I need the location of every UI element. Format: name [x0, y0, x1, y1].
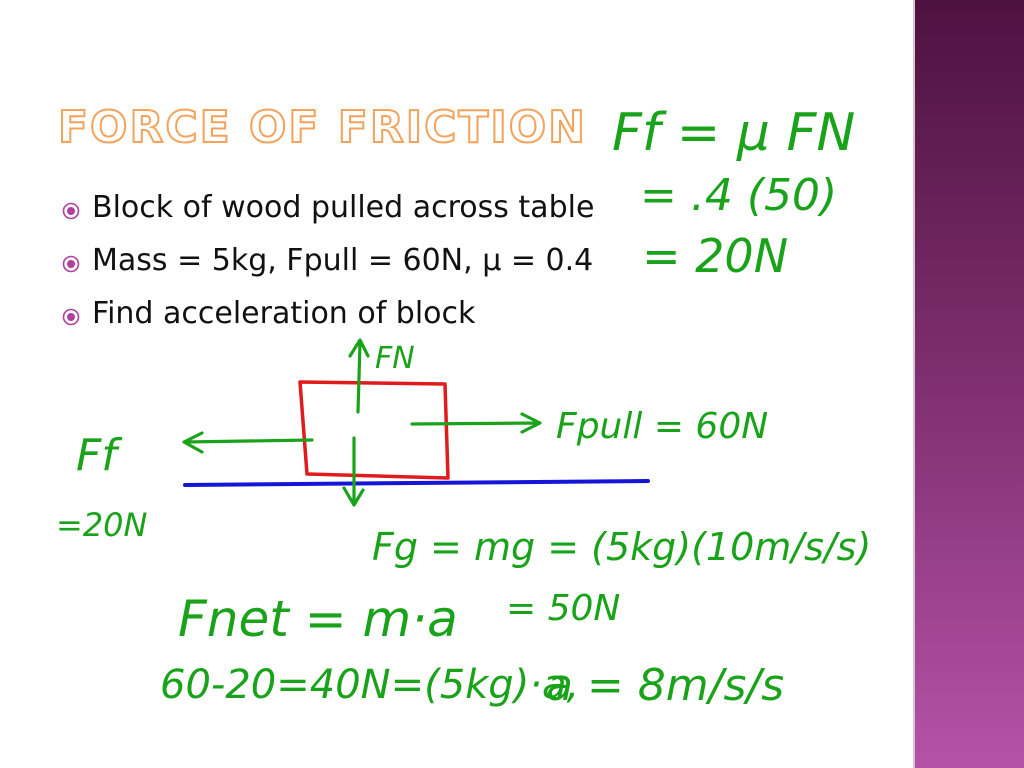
pull-force-label: Fpull = 60N — [556, 406, 768, 447]
decorative-side-bar — [913, 0, 1024, 768]
target-bullet-icon — [62, 255, 80, 273]
bullet-text: Block of wood pulled across table — [92, 190, 595, 225]
normal-force-arrow — [348, 338, 370, 414]
friction-equation: Ff = μ FN — [612, 103, 855, 163]
bullet-list: Block of wood pulled across table Mass =… — [62, 190, 594, 349]
friction-result: = 20N — [642, 229, 788, 283]
bullet-item: Block of wood pulled across table — [62, 190, 594, 243]
gravity-result: = 50N — [506, 588, 620, 629]
table-line — [183, 479, 650, 487]
acceleration-result: a = 8m/s/s — [546, 660, 784, 711]
friction-arrow — [182, 431, 314, 454]
friction-force-label: Ff — [76, 430, 123, 481]
slide-title: Force of Friction — [57, 101, 587, 154]
net-force-calculation: 60-20=40N=(5kg)·a, — [160, 662, 579, 708]
bullet-text: Find acceleration of block — [92, 296, 476, 331]
friction-force-value: =20N — [56, 506, 148, 544]
friction-substitution: = .4 (50) — [640, 170, 837, 221]
wood-block — [298, 380, 450, 480]
pull-force-arrow — [410, 412, 542, 434]
bullet-item: Find acceleration of block — [62, 296, 594, 349]
bullet-item: Mass = 5kg, Fpull = 60N, μ = 0.4 — [62, 243, 594, 296]
target-bullet-icon — [62, 308, 80, 326]
gravity-equation: Fg = mg = (5kg)(10m/s/s) — [372, 525, 871, 569]
gravity-arrow — [342, 436, 365, 507]
bullet-text: Mass = 5kg, Fpull = 60N, μ = 0.4 — [92, 243, 594, 278]
net-force-equation: Fnet = m·a — [178, 590, 458, 648]
target-bullet-icon — [62, 202, 80, 220]
